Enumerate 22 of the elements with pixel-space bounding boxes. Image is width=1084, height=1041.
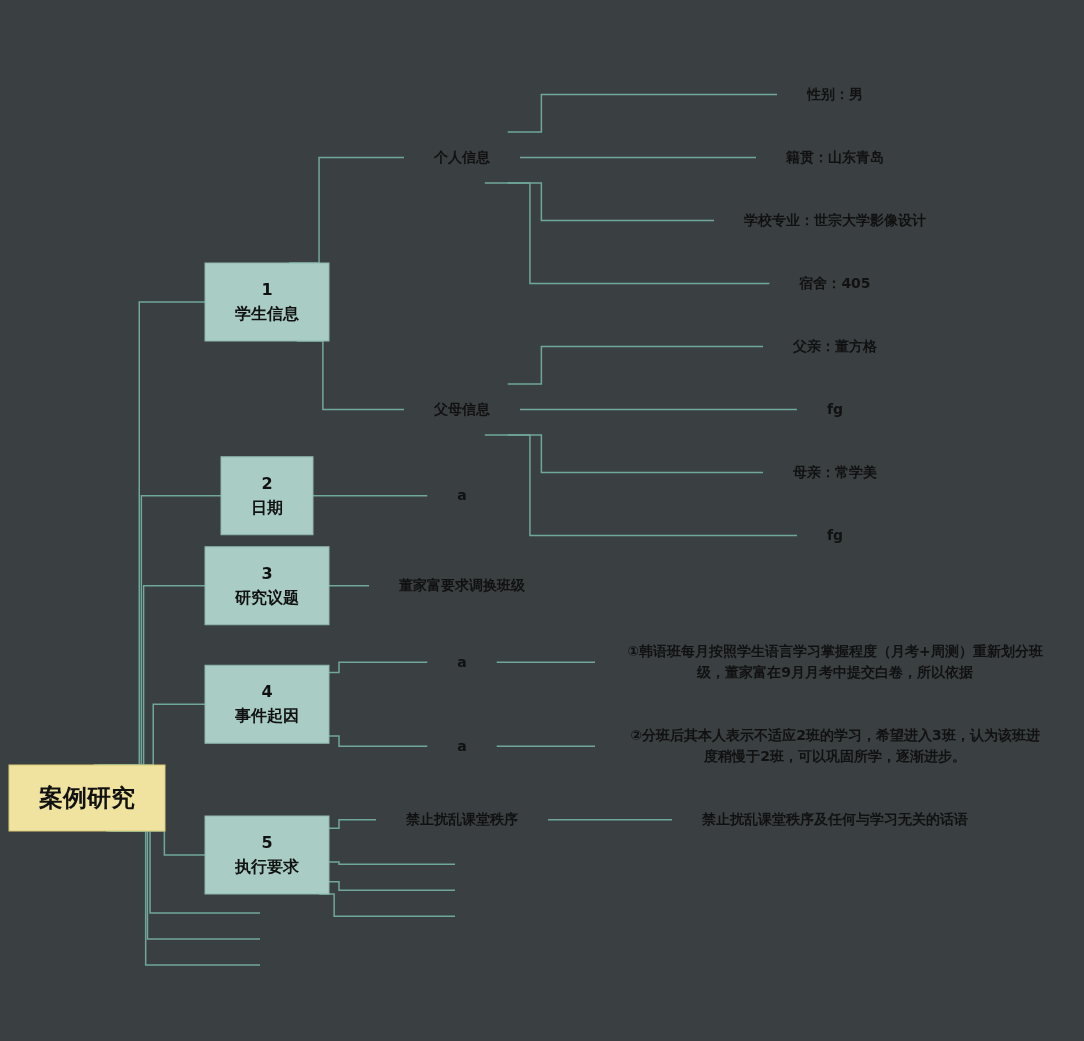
connector (507, 345, 764, 385)
node-box: 1 学生信息 (204, 262, 330, 342)
connector (519, 408, 798, 411)
connector (484, 182, 771, 285)
connector (328, 861, 456, 865)
connector (496, 661, 596, 663)
connector (328, 585, 370, 587)
node-box: 3 研究议题 (204, 546, 330, 626)
node-box: 5 执行要求 (204, 815, 330, 895)
connector (484, 434, 798, 537)
connector (328, 661, 428, 674)
node-box: 4 事件起因 (204, 664, 330, 744)
connector (547, 819, 673, 821)
connector (328, 735, 428, 747)
connector (328, 880, 456, 891)
connector (496, 745, 596, 747)
connector (519, 156, 757, 159)
node-box: 2 日期 (220, 456, 314, 536)
node-box: 案例研究 (8, 764, 166, 832)
connector (328, 819, 377, 830)
connector (507, 93, 778, 133)
connector (312, 495, 428, 497)
